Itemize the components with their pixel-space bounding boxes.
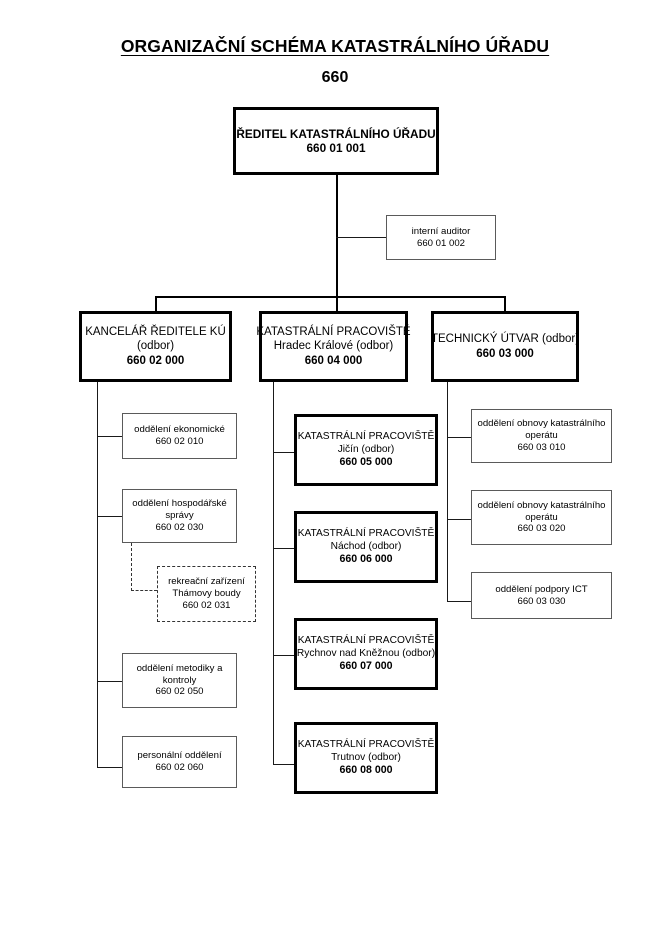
- node-ict-support-department-name: oddělení podpory ICT: [495, 583, 588, 595]
- page-title: ORGANIZAČNÍ SCHÉMA KATASTRÁLNÍHO ÚŘADU: [0, 36, 670, 57]
- node-technical-unit-code: 660 03 000: [476, 347, 534, 360]
- node-director-office-code: 660 02 000: [126, 354, 185, 367]
- connector-drop-technical: [504, 296, 506, 313]
- page-title-code: 660: [321, 69, 349, 86]
- node-cadastral-rychnov[interactable]: KATASTRÁLNÍ PRACOVIŠTĚ Rychnov nad Kněžn…: [294, 618, 438, 690]
- node-technical-unit-name: TECHNICKÝ ÚTVAR (odbor): [430, 333, 580, 346]
- node-cadastral-jicin[interactable]: KATASTRÁLNÍ PRACOVIŠTĚ Jičín (odbor) 660…: [294, 414, 438, 486]
- node-cadastral-renewal-department-1-name: oddělení obnovy katastrálního operátu: [477, 418, 606, 442]
- node-economic-department[interactable]: oddělení ekonomické 660 02 010: [122, 413, 237, 459]
- node-director[interactable]: ŘEDITEL KATASTRÁLNÍHO ÚŘADU 660 01 001: [233, 107, 439, 175]
- node-cadastral-nachod-code: 660 06 000: [339, 552, 393, 565]
- node-director-office[interactable]: KANCELÁŘ ŘEDITELE KÚ (odbor) 660 02 000: [79, 311, 232, 382]
- node-cadastral-nachod[interactable]: KATASTRÁLNÍ PRACOVIŠTĚ Náchod (odbor) 66…: [294, 511, 438, 583]
- connector-cadastral-stub-1: [273, 452, 294, 453]
- node-cadastral-renewal-department-1-code: 660 03 010: [517, 441, 566, 453]
- connector-office-stub-4: [97, 767, 122, 768]
- node-cadastral-trutnov-name: KATASTRÁLNÍ PRACOVIŠTĚ: [297, 739, 435, 751]
- node-recreation-facility-name-2: Thámovy boudy: [172, 588, 241, 600]
- connector-technical-spine: [447, 382, 448, 602]
- node-recreation-facility[interactable]: rekreační zařízení Thámovy boudy 660 02 …: [157, 566, 256, 622]
- node-cadastral-hradec[interactable]: KATASTRÁLNÍ PRACOVIŠTĚ Hradec Králové (o…: [256, 311, 411, 382]
- node-ict-support-department-code: 660 03 030: [517, 595, 566, 607]
- node-personnel-department[interactable]: personální oddělení 660 02 060: [122, 736, 237, 788]
- node-recreation-facility-name-1: rekreační zařízení: [168, 576, 245, 588]
- connector-cadastral-stub-4: [273, 764, 294, 765]
- node-director-office-name: KANCELÁŘ ŘEDITELE KÚ: [85, 326, 226, 339]
- connector-office-stub-1: [97, 436, 122, 437]
- connector-technical-stub-3: [447, 601, 471, 602]
- node-methodology-control-department[interactable]: oddělení metodiky a kontroly 660 02 050: [122, 653, 237, 708]
- node-cadastral-rychnov-name: KATASTRÁLNÍ PRACOVIŠTĚ: [297, 635, 435, 647]
- connector-drop-cadastral: [336, 296, 338, 313]
- node-methodology-control-department-code: 660 02 050: [155, 686, 204, 698]
- connector-recreation-vertical: [131, 543, 132, 591]
- page-title-text: ORGANIZAČNÍ SCHÉMA KATASTRÁLNÍHO ÚŘADU: [120, 36, 550, 56]
- node-methodology-control-department-name: oddělení metodiky a kontroly: [136, 662, 223, 686]
- node-technical-unit[interactable]: TECHNICKÝ ÚTVAR (odbor) 660 03 000: [431, 311, 579, 382]
- node-cadastral-rychnov-code: 660 07 000: [339, 659, 393, 672]
- node-recreation-facility-code: 660 02 031: [182, 599, 231, 611]
- node-cadastral-hradec-name: KATASTRÁLNÍ PRACOVIŠTĚ: [256, 326, 411, 339]
- node-cadastral-trutnov-code: 660 08 000: [339, 763, 393, 776]
- connector-cadastral-stub-3: [273, 655, 294, 656]
- node-director-code: 660 01 001: [306, 141, 366, 155]
- node-internal-auditor-name: interní auditor: [411, 225, 471, 237]
- node-cadastral-renewal-department-2[interactable]: oddělení obnovy katastrálního operátu 66…: [471, 490, 612, 545]
- node-cadastral-hradec-subtitle: Hradec Králové (odbor): [273, 340, 394, 353]
- node-cadastral-jicin-location: Jičín (odbor): [337, 443, 395, 455]
- node-facility-management-department[interactable]: oddělení hospodářské správy 660 02 030: [122, 489, 237, 543]
- node-personnel-department-name: personální oddělení: [137, 750, 222, 762]
- node-cadastral-nachod-name: KATASTRÁLNÍ PRACOVIŠTĚ: [297, 528, 435, 540]
- node-facility-management-department-name: oddělení hospodářské správy: [132, 498, 227, 522]
- connector-cadastral-stub-2: [273, 548, 294, 549]
- node-economic-department-name: oddělení ekonomické: [134, 424, 225, 436]
- node-cadastral-nachod-location: Náchod (odbor): [330, 540, 402, 552]
- node-ict-support-department[interactable]: oddělení podpory ICT 660 03 030: [471, 572, 612, 619]
- connector-drop-office: [155, 296, 157, 313]
- connector-office-spine: [97, 382, 98, 768]
- node-cadastral-renewal-department-2-code: 660 03 020: [517, 523, 566, 535]
- node-economic-department-code: 660 02 010: [155, 436, 204, 447]
- node-cadastral-hradec-code: 660 04 000: [304, 354, 363, 367]
- node-cadastral-trutnov-location: Trutnov (odbor): [331, 751, 401, 763]
- connector-office-stub-2: [97, 516, 122, 517]
- connector-office-stub-3: [97, 681, 122, 682]
- connector-technical-stub-2: [447, 519, 471, 520]
- node-cadastral-renewal-department-2-name: oddělení obnovy katastrálního operátu: [477, 499, 606, 523]
- connector-root-trunk: [336, 175, 338, 297]
- node-cadastral-trutnov[interactable]: KATASTRÁLNÍ PRACOVIŠTĚ Trutnov (odbor) 6…: [294, 722, 438, 794]
- node-director-office-subtitle: (odbor): [136, 340, 175, 353]
- node-facility-management-department-code: 660 02 030: [155, 521, 204, 533]
- connector-cadastral-spine: [273, 382, 274, 765]
- connector-main-bus: [155, 296, 506, 298]
- node-cadastral-rychnov-location: Rychnov nad Kněžnou (odbor): [296, 647, 436, 659]
- node-personnel-department-code: 660 02 060: [155, 762, 204, 773]
- connector-recreation-horizontal: [131, 590, 157, 591]
- connector-technical-stub-1: [447, 437, 471, 438]
- node-cadastral-jicin-name: KATASTRÁLNÍ PRACOVIŠTĚ: [297, 431, 435, 443]
- node-director-name: ŘEDITEL KATASTRÁLNÍHO ÚŘADU: [236, 126, 436, 141]
- node-cadastral-renewal-department-1[interactable]: oddělení obnovy katastrálního operátu 66…: [471, 409, 612, 463]
- connector-auditor-stub: [336, 237, 386, 238]
- node-internal-auditor-code: 660 01 002: [416, 237, 465, 249]
- node-cadastral-jicin-code: 660 05 000: [339, 455, 393, 468]
- node-internal-auditor[interactable]: interní auditor 660 01 002: [386, 215, 496, 260]
